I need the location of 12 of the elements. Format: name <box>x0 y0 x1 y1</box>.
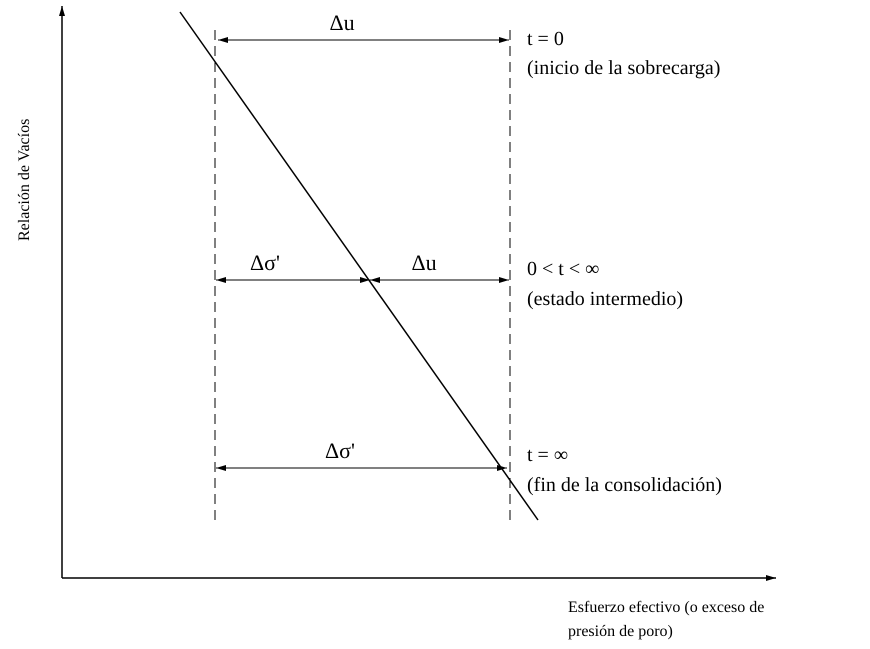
dimension-label: Δu <box>330 12 355 34</box>
stage-label: (inicio de la sobrecarga) <box>527 57 720 79</box>
time-label: t = ∞ <box>527 444 568 466</box>
stage-label: (estado intermedio) <box>527 288 684 310</box>
time-label: 0 < t < ∞ <box>527 258 600 280</box>
dimension-label: Δu <box>412 252 437 274</box>
axis-title: Relación de Vacíos <box>15 118 34 241</box>
stage-label: (fin de la consolidación) <box>527 474 722 496</box>
time-label: t = 0 <box>527 28 564 50</box>
dimension-label: Δσ' <box>250 252 280 274</box>
dimension-label: Δσ' <box>325 440 355 462</box>
axis-title: Esfuerzo efectivo (o exceso de presión de poro) <box>568 598 766 642</box>
